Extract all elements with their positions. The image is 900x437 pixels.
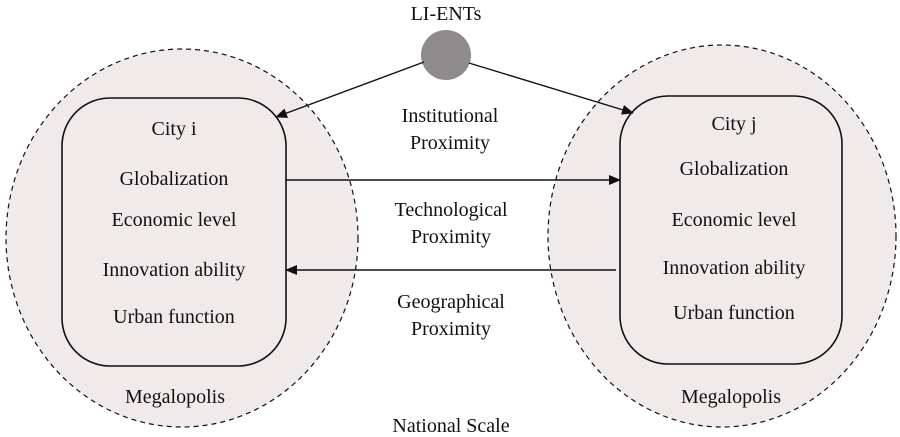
national-scale-label: National Scale [392,415,509,437]
megalopolis-j-label: Megalopolis [681,386,781,408]
city-j-box [619,95,843,365]
city-j-factor-economic-level: Economic level [672,209,797,231]
arrow-to-city-j [468,62,634,115]
city-j-factor-urban-function: Urban function [673,302,795,324]
technological-proximity-line2: Proximity [411,226,491,248]
institutional-proximity-line2: Proximity [410,132,490,154]
li-ents-node [421,30,471,80]
city-i-box [61,97,287,367]
city-i-factor-innovation-ability: Innovation ability [103,259,246,281]
city-i-title: City i [151,118,196,140]
institutional-proximity-line1: Institutional [402,105,499,127]
arrow-to-city-i [275,61,425,118]
city-i-factor-globalization: Globalization [120,168,229,190]
geographical-proximity-line2: Proximity [411,318,491,340]
technological-proximity-line1: Technological [395,199,508,221]
city-j-factor-globalization: Globalization [680,158,789,180]
city-j-title: City j [711,113,756,135]
geographical-proximity-line1: Geographical [397,291,505,313]
city-i-factor-economic-level: Economic level [112,209,237,231]
city-i-factor-urban-function: Urban function [113,306,235,328]
megalopolis-i-label: Megalopolis [125,386,225,408]
city-j-factor-innovation-ability: Innovation ability [663,257,806,279]
li-ents-label: LI-ENTs [411,3,482,25]
